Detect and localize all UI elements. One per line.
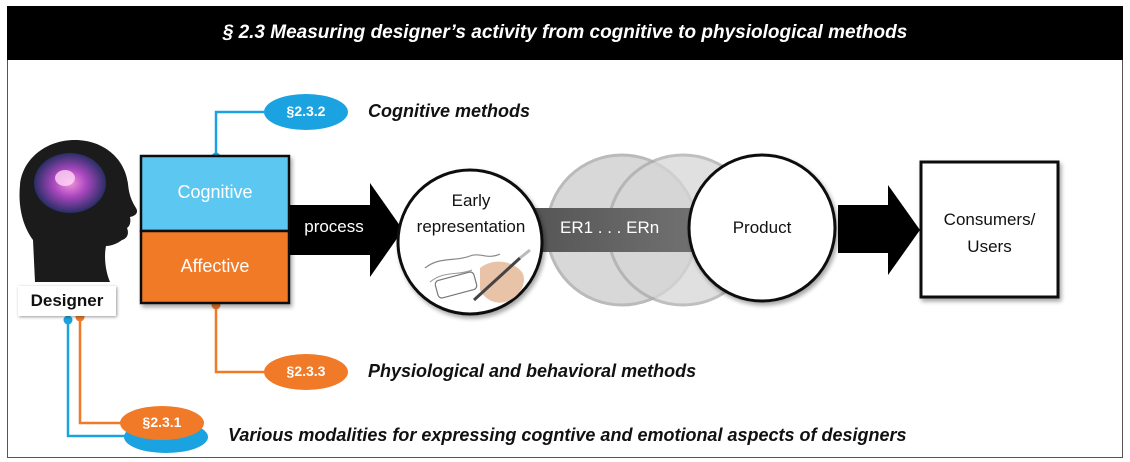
- caption-cognitive-methods: Cognitive methods: [368, 101, 531, 121]
- process-label: process: [304, 217, 364, 236]
- badge-2-3-1-label: §2.3.1: [142, 414, 182, 430]
- badge-2-3-2-label: §2.3.2: [286, 103, 326, 119]
- affective-label: Affective: [180, 256, 250, 276]
- consumers-label: Consumers/ Users: [943, 210, 1036, 256]
- header-title: § 2.3 Measuring designer’s activity from…: [222, 22, 908, 43]
- caption-various-modalities: Various modalities for expressing cognti…: [228, 425, 907, 445]
- process-arrow: [290, 183, 403, 277]
- connector-designer-blue: [63, 315, 130, 438]
- cognitive-label: Cognitive: [177, 182, 253, 202]
- connector-cognitive: [211, 110, 268, 162]
- consumers-box: [919, 160, 1060, 299]
- caption-physiological-methods: Physiological and behavioral methods: [368, 361, 697, 381]
- er-label: ER1 . . . ERn: [560, 218, 660, 237]
- badge-2-3-2: [264, 94, 348, 130]
- product-label: Product: [732, 218, 792, 237]
- connector-affective: [211, 300, 268, 374]
- product-circle: [687, 153, 837, 303]
- head-brain-icon: [19, 140, 138, 282]
- badge-2-3-3: [264, 354, 348, 390]
- consumers-arrow: [838, 185, 920, 275]
- header-bar: § 2.3 Measuring designer’s activity from…: [7, 6, 1123, 60]
- badge-2-3-1: [120, 406, 208, 453]
- badge-2-3-3-label: §2.3.3: [286, 363, 326, 379]
- early-representation-label: Early representation: [416, 191, 526, 236]
- designer-label: Designer: [18, 286, 116, 316]
- cognitive-affective-box: [139, 154, 291, 305]
- hand-sketch-icon: [424, 248, 531, 303]
- designer-label-text: Designer: [30, 291, 104, 310]
- connector-designer-orange: [75, 312, 130, 425]
